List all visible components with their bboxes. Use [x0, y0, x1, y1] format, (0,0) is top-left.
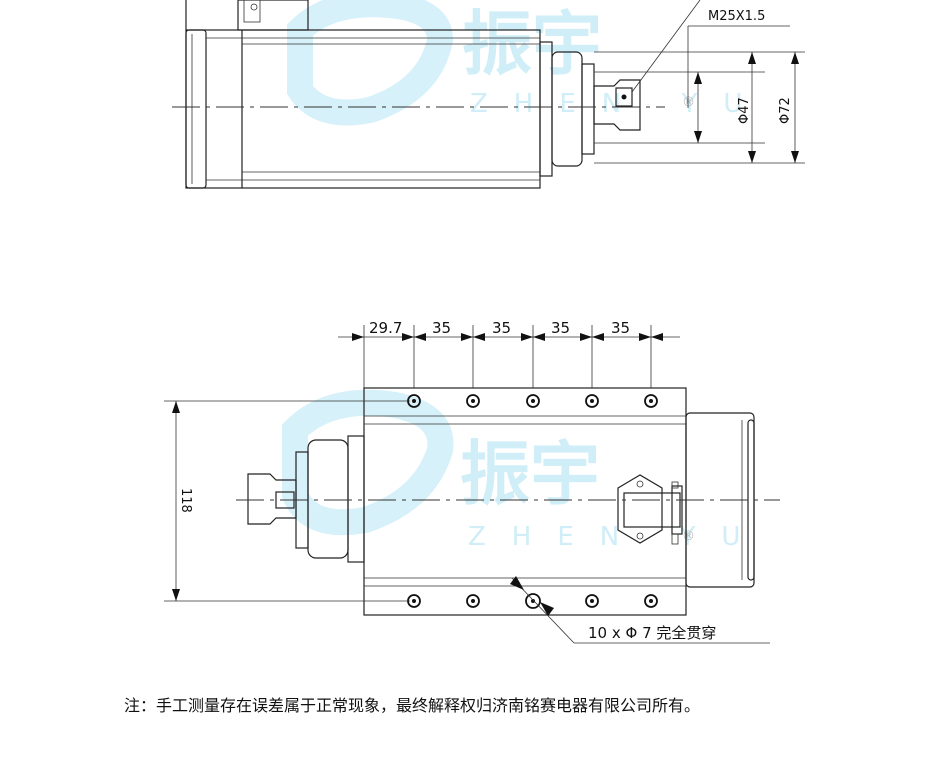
hole — [585, 394, 599, 408]
spacing-label: 29.7 — [369, 319, 402, 337]
hole — [644, 394, 658, 408]
watermark-brand-en: ZHEN YU — [468, 522, 766, 552]
hole-note-label: 10 x Φ 7 完全贯穿 — [588, 624, 716, 642]
hole — [466, 594, 480, 608]
bottom-view: 29.7 35 35 35 35 — [164, 319, 780, 644]
diameter-72-label: Φ72 — [778, 97, 793, 124]
watermark-bottom: 振宇 ZHEN YU ® — [282, 389, 766, 552]
top-view: M25X1.5 Φ47 Φ72 — [172, 0, 805, 189]
watermark-logo-icon — [287, 0, 454, 126]
front-flange-bottom — [307, 439, 349, 559]
hole — [466, 394, 480, 408]
side-connector — [617, 474, 683, 545]
hole — [526, 394, 540, 408]
height-118-label: 118 — [178, 488, 193, 513]
spacing-label: 35 — [432, 319, 451, 337]
hole — [525, 593, 541, 609]
mounting-holes-bottom — [407, 593, 658, 609]
spacing-dimensions: 29.7 35 35 35 35 — [338, 319, 680, 388]
hole — [644, 594, 658, 608]
spacing-label: 35 — [492, 319, 511, 337]
registered-mark: ® — [682, 529, 695, 544]
thread-label: M25X1.5 — [708, 9, 765, 24]
watermark-logo-icon — [282, 389, 454, 536]
watermark-top: 振宇 ZHEN YU ® — [287, 0, 768, 126]
watermark-brand-en: ZHEN YU — [470, 89, 768, 119]
registered-mark: ® — [682, 95, 695, 110]
spacing-label: 35 — [551, 319, 570, 337]
spacing-label: 35 — [611, 319, 630, 337]
mounting-holes-top — [407, 394, 658, 408]
watermark-brand-cn: 振宇 — [460, 433, 600, 515]
hole — [585, 594, 599, 608]
footer-note: 注：手工测量存在误差属于正常现象，最终解释权归济南铭赛电器有限公司所有。 — [124, 696, 701, 715]
spindle-nut — [593, 79, 641, 131]
diameter-47-label: Φ47 — [737, 97, 752, 124]
spindle-nut-bottom — [247, 473, 297, 525]
